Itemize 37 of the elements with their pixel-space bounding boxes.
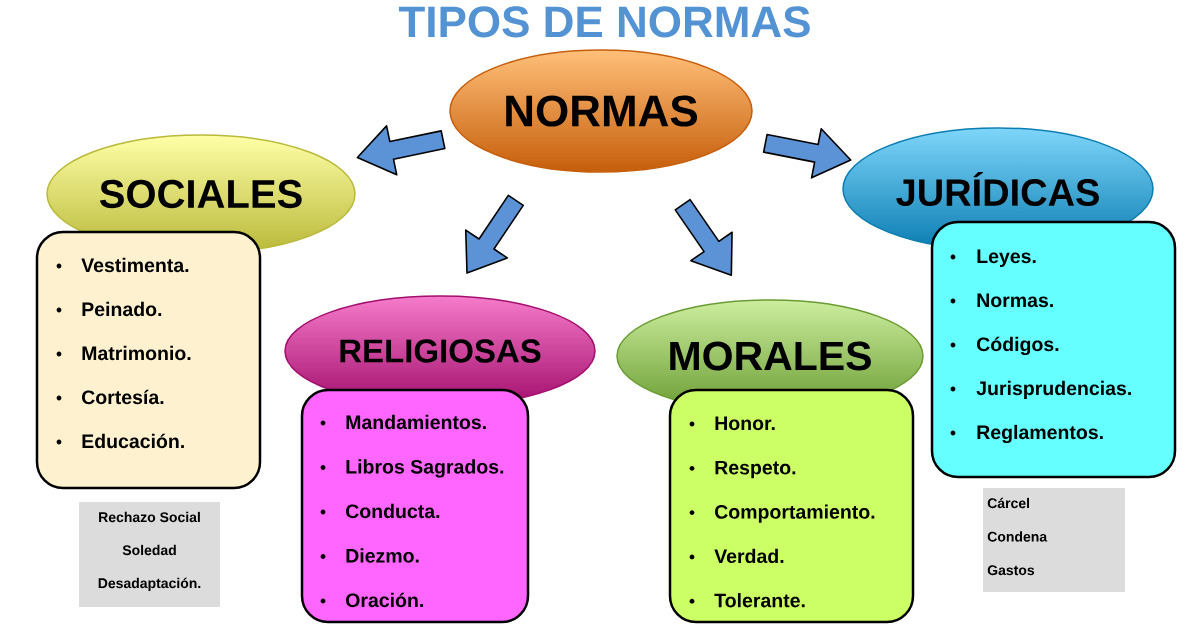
list-item: Peinado. [82,301,162,317]
list-item: Vestimenta. [81,257,189,273]
block-arrow [356,125,446,176]
note-text: Gastos [987,565,1035,576]
list-item: Honor. [715,416,775,431]
note-text: Cárcel [987,497,1029,509]
note-text: Soledad [122,544,176,556]
list-item: Códigos. [977,336,1059,356]
list-item: Libros Sagrados. [346,459,504,478]
note-box [79,502,220,607]
list-item: Reglamentos. [977,424,1103,444]
list-item: Verdad. [714,548,784,564]
list-box [930,220,1177,479]
list-box [668,388,915,624]
list-item: Mandamientos. [346,414,486,430]
list-box [35,230,262,490]
block-arrow [674,198,733,277]
list-item: Respeto. [715,460,796,479]
list-box [300,388,530,624]
list-item: Conducta. [346,503,440,519]
list-item: Oración. [346,592,423,608]
list-item: Educación. [82,433,184,449]
list-item: Cortesía. [82,389,164,405]
note-box [983,488,1125,592]
list-item: Leyes. [977,249,1036,268]
list-item: Diezmo. [346,548,419,563]
list-item: Matrimonio. [82,345,191,361]
title: TIPOS DE NORMAS [398,6,810,38]
block-arrow [762,128,852,179]
block-arrow [464,194,525,274]
note-text: Rechazo Social [99,511,200,523]
note-text: Condena [987,531,1048,542]
list-item: Tolerante. [714,593,805,608]
note-text: Desadaptación. [98,577,201,591]
list-item: Normas. [977,293,1053,308]
list-item: Comportamiento. [715,504,875,523]
list-item: Jurisprudencias. [976,380,1131,400]
